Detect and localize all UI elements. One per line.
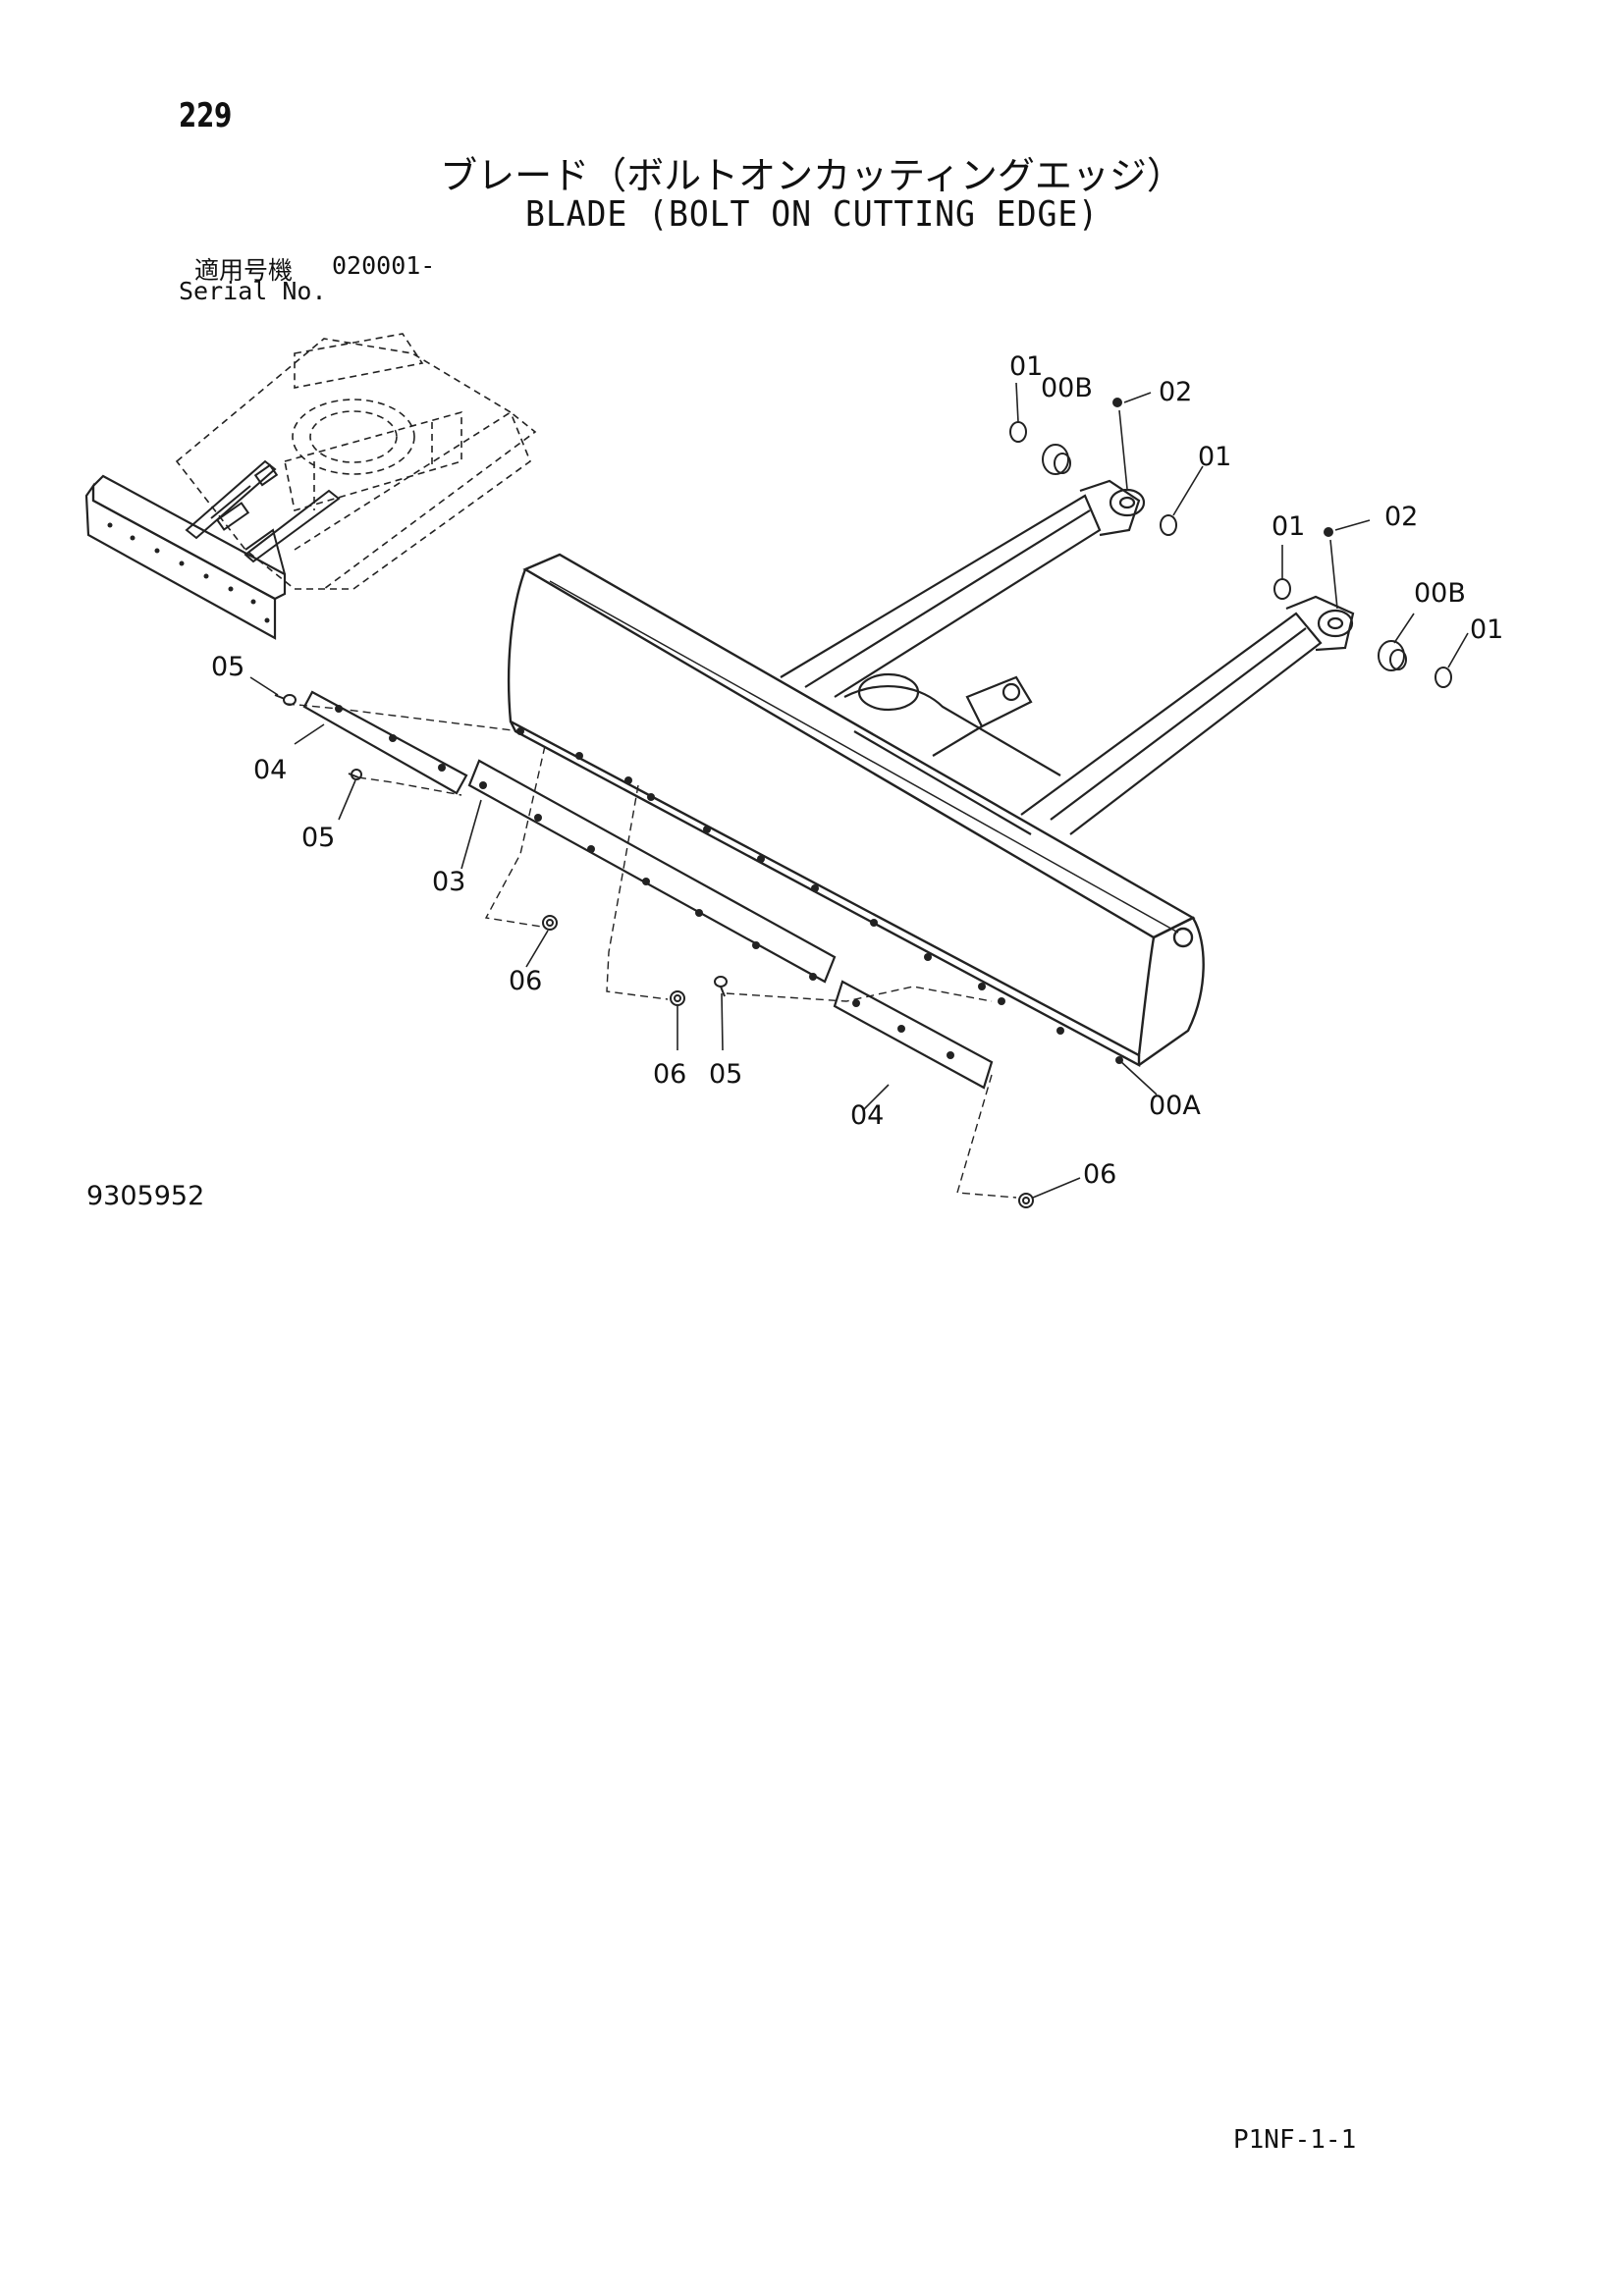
callout-06: 06 — [1083, 1159, 1116, 1190]
callout-02: 02 — [1159, 377, 1192, 407]
page-code: P1NF-1-1 — [1233, 2125, 1357, 2155]
assembly-lines — [286, 703, 1017, 1199]
nut-06 — [542, 915, 1034, 1208]
callout-01: 01 — [1470, 614, 1503, 645]
callout-00B: 00B — [1414, 578, 1466, 609]
callout-06: 06 — [653, 1059, 686, 1090]
callout-04: 04 — [850, 1100, 884, 1131]
callout-00B: 00B — [1041, 373, 1093, 403]
bolt-05 — [274, 694, 728, 997]
callout-05: 05 — [301, 823, 335, 853]
serial-value: 020001- — [332, 251, 436, 280]
machine-overview-inset — [84, 333, 537, 640]
callout-03: 03 — [432, 867, 465, 897]
drawing-number: 9305952 — [86, 1181, 205, 1211]
callout-00A: 00A — [1149, 1091, 1201, 1121]
callout-01: 01 — [1009, 351, 1043, 382]
title-english: BLADE (BOLT ON CUTTING EDGE) — [524, 194, 1100, 235]
callout-01: 01 — [1272, 511, 1305, 542]
serial-label-english: Serial No. — [179, 277, 327, 305]
serial-label-japanese: 適用号機 — [194, 256, 294, 285]
blade-frame-arms — [780, 479, 1355, 835]
cutting-edge-04-right — [833, 980, 994, 1090]
callout-04: 04 — [253, 755, 287, 785]
callout-06: 06 — [509, 966, 542, 996]
callout-05: 05 — [709, 1059, 742, 1090]
cutting-edge-03-center — [467, 759, 837, 984]
blade-00A — [507, 553, 1205, 1068]
leader-lines — [249, 382, 1469, 1199]
page-number: 229 — [179, 96, 233, 135]
title-japanese: ブレード（ボルトオンカッティングエッジ） — [440, 154, 1184, 197]
callout-labels: 01 00B 02 01 01 02 00B 01 05 04 05 03 06… — [211, 351, 1503, 1190]
callout-02: 02 — [1384, 502, 1418, 532]
callout-01: 01 — [1198, 442, 1231, 472]
callout-05: 05 — [211, 652, 244, 682]
cutting-edge-04-left — [302, 690, 468, 795]
